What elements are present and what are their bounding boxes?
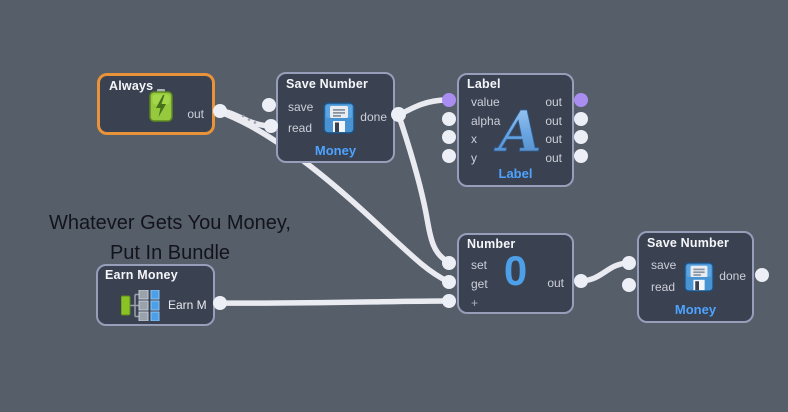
- node-content-label: Earn M: [168, 298, 207, 312]
- node-title: Label: [467, 77, 501, 91]
- port-number-get[interactable]: [442, 275, 456, 289]
- port-number-set[interactable]: [442, 256, 456, 270]
- node-always[interactable]: Always out: [97, 73, 215, 135]
- node-save-number-1[interactable]: Save Number save read done Money: [276, 72, 395, 163]
- port-label-value[interactable]: [442, 93, 456, 107]
- port-save-number-1-save[interactable]: [262, 98, 276, 112]
- port-label-out-4[interactable]: [574, 149, 588, 163]
- port-label-save: save: [288, 100, 314, 114]
- wire-earn-out-to-number-plus[interactable]: [217, 298, 451, 306]
- port-label-x[interactable]: [442, 130, 456, 144]
- comment-line-2: Put In Bundle: [109, 242, 231, 264]
- canvas-comment: Whatever Gets You Money, Put In Bundle: [36, 208, 304, 268]
- node-save-number-2[interactable]: Save Number save read done Money: [637, 231, 754, 323]
- port-label-out-3[interactable]: [574, 130, 588, 144]
- port-save-number-1-done[interactable]: [391, 107, 406, 122]
- bundle-name: Money: [674, 302, 717, 317]
- port-label-save: save: [651, 258, 677, 272]
- bundle-graph-icon: [121, 290, 160, 321]
- port-save-number-2-read[interactable]: [622, 278, 636, 292]
- letter-a-icon: A: [493, 99, 542, 165]
- port-number-out[interactable]: [574, 274, 588, 288]
- port-label-get: get: [471, 277, 488, 291]
- node-title: Save Number: [286, 77, 369, 91]
- port-label-read: read: [651, 280, 676, 294]
- node-title: Always: [109, 79, 154, 93]
- port-label-out-1[interactable]: [574, 93, 588, 107]
- port-save-number-2-save[interactable]: [622, 256, 636, 270]
- node-title: Earn Money: [105, 268, 178, 282]
- wire-done-to-label-value[interactable]: [396, 97, 450, 118]
- node-number[interactable]: Number set get + 0 out: [457, 233, 574, 314]
- port-label-out: out: [187, 107, 204, 121]
- node-title: Number: [467, 237, 516, 251]
- node-title: Save Number: [647, 236, 730, 250]
- port-always-out[interactable]: [213, 104, 227, 118]
- floppy-disk-icon: [323, 102, 355, 134]
- port-label-x: x: [471, 132, 477, 146]
- node-label[interactable]: Label value alpha x y out out out out A …: [457, 73, 574, 187]
- node-earn-money[interactable]: Earn Money Earn M: [96, 264, 215, 326]
- port-label-out-3: out: [545, 132, 562, 146]
- number-value: 0: [503, 247, 528, 294]
- port-label-out-1: out: [545, 95, 562, 109]
- floppy-disk-icon: [684, 262, 714, 292]
- wire-flow-dots: [241, 114, 257, 124]
- port-number-plus[interactable]: [442, 294, 456, 308]
- port-label-out-4: out: [545, 151, 562, 165]
- wire-done-to-number-set[interactable]: [396, 113, 451, 265]
- port-save-number-2-done[interactable]: [755, 268, 769, 282]
- svg-text:A: A: [493, 99, 541, 165]
- bundle-name: Label: [498, 166, 533, 181]
- port-save-number-1-read[interactable]: [264, 119, 278, 133]
- port-label-out-2: out: [545, 114, 562, 128]
- comment-line-1: Whatever Gets You Money,: [49, 212, 291, 234]
- port-label-plus: +: [471, 296, 479, 310]
- port-label-value: value: [471, 95, 500, 109]
- wire-number-out-to-save-save[interactable]: [578, 260, 631, 284]
- port-label-done: done: [719, 269, 746, 283]
- bundle-name: Money: [314, 143, 357, 158]
- port-label-done: done: [360, 110, 387, 124]
- port-label-alpha[interactable]: [442, 112, 456, 126]
- port-label-y[interactable]: [442, 149, 456, 163]
- port-earn-money-out[interactable]: [213, 296, 227, 310]
- port-label-set: set: [471, 258, 488, 272]
- port-label-out: out: [547, 276, 564, 290]
- port-label-y: y: [471, 151, 477, 165]
- battery-icon: [149, 89, 173, 122]
- port-label-alpha: alpha: [471, 114, 501, 128]
- port-label-out-2[interactable]: [574, 112, 588, 126]
- wire-always-out-to-number-get[interactable]: [217, 109, 452, 285]
- port-label-read: read: [288, 121, 313, 135]
